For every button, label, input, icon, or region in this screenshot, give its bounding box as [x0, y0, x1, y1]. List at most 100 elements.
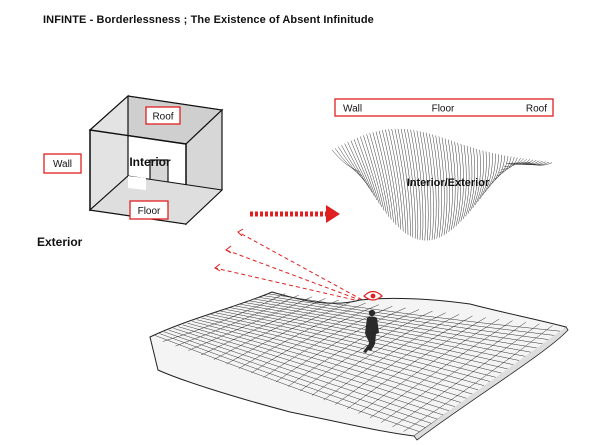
- mesh-line: [220, 310, 502, 374]
- mesh-line: [206, 315, 485, 386]
- wire-line: [385, 129, 402, 230]
- mesh-line: [257, 296, 549, 340]
- wire-line: [347, 142, 373, 193]
- wire-line: [441, 137, 448, 236]
- wire-line: [413, 130, 424, 241]
- mesh-line: [173, 328, 444, 416]
- sight-line-2: [225, 249, 369, 304]
- mesh-line: [239, 303, 526, 357]
- wire-line: [462, 145, 470, 220]
- mesh-line: [226, 301, 353, 365]
- transformation-arrow: [250, 205, 340, 223]
- wire-line: [474, 150, 484, 206]
- wire-line: [444, 138, 450, 234]
- cube-diagram: Roof Interior Floor Wall Exterior: [37, 94, 224, 249]
- wire-line: [407, 129, 419, 240]
- floor-tag: [129, 200, 169, 220]
- wire-line: [350, 140, 375, 197]
- mesh-line: [168, 329, 438, 420]
- wire-line: [372, 132, 392, 220]
- wire-line: [338, 146, 365, 181]
- wire-line: [416, 130, 426, 241]
- mesh-line: [213, 299, 339, 360]
- wire-line: [426, 132, 434, 240]
- legend-wall: Wall: [343, 104, 362, 115]
- wire-line: [363, 135, 385, 211]
- wire-line: [455, 142, 462, 227]
- wire-line: [419, 131, 429, 241]
- wire-line: [435, 135, 442, 238]
- wire-line: [450, 140, 456, 231]
- wire-line: [487, 154, 499, 190]
- wire-line: [375, 131, 394, 223]
- wire-line: [477, 151, 487, 203]
- landscape-surface: [149, 291, 569, 441]
- mesh-line: [267, 293, 561, 332]
- wire-line: [438, 136, 445, 237]
- wire-line: [448, 139, 453, 233]
- wire-line: [353, 139, 378, 201]
- wire-line: [422, 132, 432, 241]
- legend-roof: Roof: [526, 104, 547, 115]
- wire-line: [344, 143, 370, 189]
- sight-arrowhead-1: [237, 228, 244, 237]
- wire-line: [366, 134, 387, 214]
- mesh-line: [196, 319, 473, 395]
- mesh-line: [187, 322, 461, 403]
- roof-label: Roof: [152, 112, 173, 123]
- floor-label: Floor: [138, 206, 161, 217]
- legend-bar: Wall Floor Roof: [334, 98, 554, 117]
- wire-line: [489, 154, 502, 186]
- wire-line: [429, 133, 437, 240]
- exterior-label: Exterior: [37, 235, 83, 249]
- mesh-line: [210, 314, 491, 382]
- wire-line: [484, 153, 496, 193]
- wire-line: [479, 152, 490, 199]
- wire-line: [404, 128, 416, 239]
- wire-line: [388, 129, 404, 232]
- mesh-line: [215, 312, 496, 378]
- wire-line: [453, 141, 459, 229]
- wire-line: [432, 134, 440, 239]
- mesh-line: [154, 335, 420, 433]
- page-title: INFINTE - Borderlessness ; The Existence…: [43, 14, 374, 26]
- mesh-line: [346, 317, 486, 410]
- wire-line: [360, 136, 382, 208]
- mesh-line: [311, 312, 446, 396]
- sight-line-1: [237, 231, 369, 304]
- wire-line: [331, 149, 361, 173]
- mesh-line: [392, 323, 540, 428]
- mesh-line: [262, 295, 555, 336]
- wire-line: [397, 128, 411, 237]
- wire-line: [482, 152, 493, 196]
- wire-line: [496, 156, 512, 177]
- wire-line: [491, 155, 506, 183]
- wireframe-surface: [331, 128, 553, 241]
- mesh-line: [253, 298, 543, 345]
- sight-arrowhead-3: [214, 263, 221, 272]
- wire-line: [382, 130, 399, 228]
- mesh-line: [335, 315, 473, 405]
- mesh-line: [248, 300, 537, 349]
- mesh-line: [358, 318, 500, 414]
- wire-line: [394, 128, 409, 235]
- arrow-right-icon: [326, 205, 340, 223]
- mesh-line: [192, 321, 467, 399]
- landscape-outline: [149, 291, 567, 437]
- mesh-line: [182, 324, 455, 407]
- wire-line: [501, 157, 518, 170]
- mesh-line: [164, 331, 432, 424]
- wire-line: [465, 146, 473, 217]
- surface-label: Interior/Exterior: [407, 177, 490, 189]
- wire-line: [369, 133, 390, 217]
- mesh-line: [323, 314, 460, 401]
- interior-label: Interior: [129, 155, 171, 169]
- wire-line: [458, 143, 464, 224]
- wire-line: [460, 144, 467, 222]
- eye-icon: [363, 290, 383, 301]
- mesh-line: [178, 326, 450, 412]
- mesh-line: [159, 333, 426, 428]
- wall-label: Wall: [53, 159, 72, 170]
- sight-arrowhead-2: [225, 245, 232, 254]
